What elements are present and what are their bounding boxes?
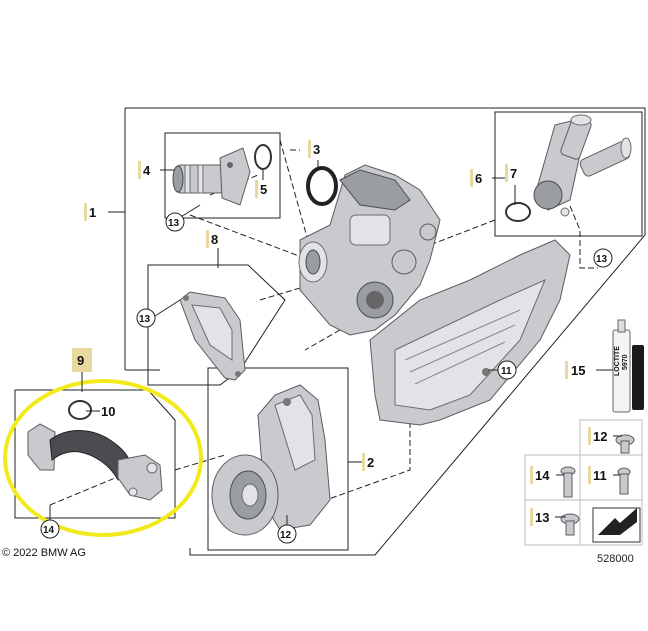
- label-14-grid: 14: [530, 466, 550, 484]
- label-12-grid: 12: [588, 427, 607, 445]
- label-4: 4: [138, 161, 151, 179]
- o-ring-7: [505, 202, 531, 222]
- svg-text:7: 7: [510, 166, 517, 181]
- frame-thermostat-6: [494, 111, 643, 237]
- svg-text:10: 10: [101, 404, 115, 419]
- label-15: 15: [565, 361, 585, 379]
- svg-text:3: 3: [313, 142, 320, 157]
- screw-11: [617, 467, 631, 495]
- label-8: 8: [206, 230, 218, 248]
- svg-text:13: 13: [139, 314, 151, 325]
- coolant-pipe-9: [27, 423, 163, 501]
- thermostat-housing-4: [172, 147, 251, 206]
- label-7: 7: [505, 164, 517, 182]
- svg-text:12: 12: [280, 530, 292, 541]
- sealant-tube-15: LOCTITE 5970: [612, 319, 644, 413]
- label-13-grid: 13: [530, 508, 549, 526]
- screw-14: [560, 466, 576, 498]
- o-ring-5: [254, 144, 272, 170]
- arrow-symbol-icon: [592, 507, 641, 543]
- tube-brand-text: LOCTITE: [614, 346, 621, 376]
- label-13-thermostat: 13: [165, 212, 185, 232]
- svg-text:11: 11: [593, 468, 607, 483]
- frame-water-pump-2: [207, 367, 349, 551]
- label-14-pipe: 14: [40, 519, 60, 539]
- svg-text:8: 8: [211, 232, 218, 247]
- tube-code-text: 5970: [622, 354, 629, 370]
- o-ring-10: [68, 400, 92, 420]
- frame-thermostat-4: [164, 132, 281, 219]
- svg-text:4: 4: [143, 163, 151, 178]
- svg-text:13: 13: [168, 218, 180, 229]
- water-pump-2: [211, 384, 331, 536]
- thermostat-pipe-6: [533, 114, 632, 217]
- label-12-pump: 12: [277, 524, 297, 544]
- cover-8: [179, 291, 246, 381]
- svg-text:11: 11: [501, 366, 512, 377]
- svg-text:6: 6: [475, 171, 482, 186]
- label-11-housing: 11: [497, 360, 517, 380]
- label-3: 3: [308, 140, 320, 158]
- copyright-text: © 2022 BMW AG: [2, 547, 86, 559]
- label-10: 10: [101, 404, 115, 419]
- ring-3: [306, 166, 338, 206]
- label-13-cover: 13: [136, 308, 156, 328]
- svg-text:15: 15: [571, 363, 585, 378]
- highlight-ellipse: [3, 379, 203, 537]
- svg-text:12: 12: [593, 429, 607, 444]
- frame-pipe-9: [14, 389, 176, 519]
- assembly-frame: [125, 107, 646, 556]
- svg-text:13: 13: [596, 254, 608, 265]
- housing-assembly-1: [298, 164, 571, 426]
- label-13-pipe: 13: [593, 248, 613, 268]
- svg-text:14: 14: [535, 468, 550, 483]
- label-11-grid: 11: [588, 466, 607, 484]
- reference-number: 528000: [597, 553, 634, 565]
- svg-text:2: 2: [367, 455, 374, 470]
- svg-text:13: 13: [535, 510, 549, 525]
- label-5: 5: [255, 180, 267, 198]
- label-6: 6: [470, 169, 482, 187]
- svg-text:5: 5: [260, 182, 267, 197]
- svg-text:1: 1: [89, 205, 96, 220]
- label-2: 2: [362, 453, 374, 471]
- label-1: 1: [84, 203, 96, 221]
- screw-12: [615, 434, 635, 454]
- label-9: 9: [72, 348, 92, 372]
- svg-text:9: 9: [77, 353, 84, 368]
- svg-text:14: 14: [43, 525, 55, 536]
